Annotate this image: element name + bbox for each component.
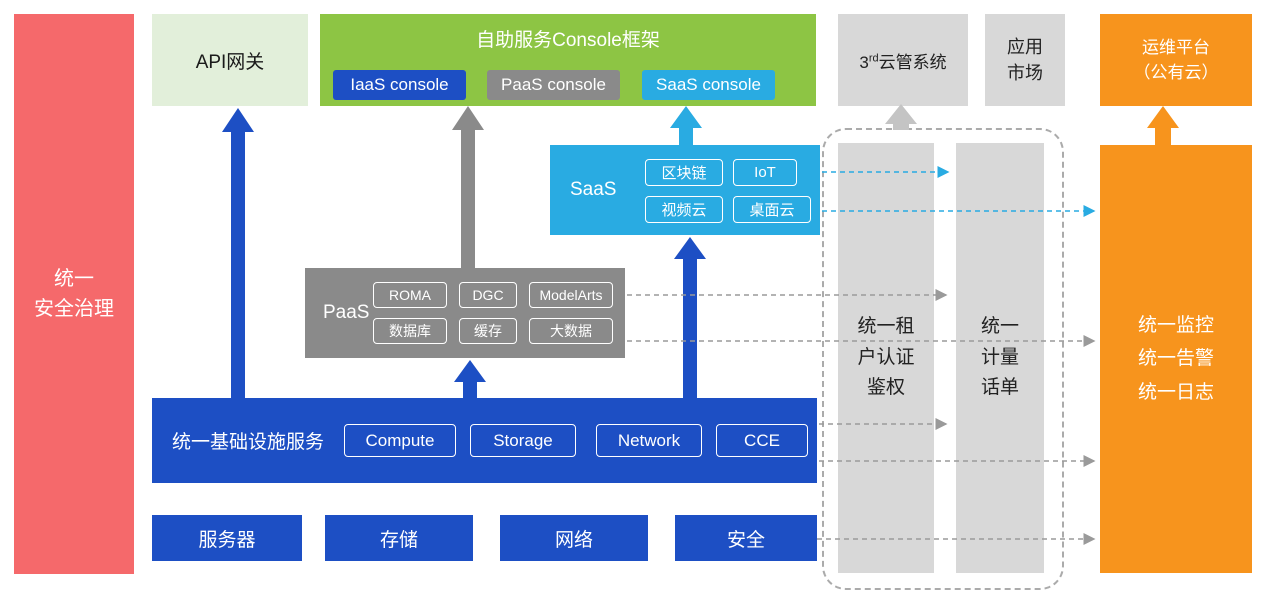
saas-box: SaaS 区块链 IoT 视频云 桌面云 — [550, 145, 820, 235]
arrow-to-om-platform — [1147, 106, 1179, 145]
third-party-cloud-mgmt-box: 3rd云管系统 — [838, 14, 968, 106]
saas-label: SaaS — [570, 179, 617, 200]
console-framework-title: 自助服务Console框架 — [476, 29, 660, 51]
infra-item-cce: CCE — [716, 424, 808, 457]
resource-server-box: 服务器 — [152, 515, 302, 561]
infrastructure-box: 统一基础设施服务 Compute Storage Network CCE — [152, 398, 817, 483]
metering-billing-bar: 统一 计量 话单 — [956, 143, 1044, 573]
resource-network-box: 网络 — [500, 515, 648, 561]
iaas-console-chip: IaaS console — [333, 70, 466, 100]
paas-box: PaaS ROMA DGC ModelArts 数据库 缓存 大数据 — [305, 268, 625, 358]
saas-item-iot: IoT — [733, 159, 797, 186]
paas-item-modelarts: ModelArts — [529, 282, 613, 308]
om-platform-box: 运维平台 （公有云） — [1100, 14, 1252, 106]
arrow-to-third-party-cms — [885, 104, 917, 130]
arrow-infra-to-api-gateway — [222, 108, 254, 398]
third-party-rest: 云管系统 — [878, 52, 947, 72]
paas-item-bigdata: 大数据 — [529, 318, 613, 344]
api-gateway-box: API网关 — [152, 14, 308, 106]
paas-console-chip: PaaS console — [487, 70, 620, 100]
resource-security-box: 安全 — [675, 515, 817, 561]
shared-services-dashed-container — [822, 128, 1064, 590]
paas-item-cache: 缓存 — [459, 318, 517, 344]
saas-item-blockchain: 区块链 — [645, 159, 723, 186]
tenant-auth-bar: 统一租 户认证 鉴权 — [838, 143, 934, 573]
arrow-infra-to-paas — [454, 360, 486, 398]
arrow-paas-to-console — [452, 106, 484, 268]
saas-console-chip: SaaS console — [642, 70, 775, 100]
app-market-box: 应用 市场 — [985, 14, 1065, 106]
resource-storage-box: 存储 — [325, 515, 473, 561]
paas-label: PaaS — [323, 302, 370, 323]
arrow-infra-to-saas — [674, 237, 706, 398]
infra-item-storage: Storage — [470, 424, 576, 457]
arrow-saas-to-console — [670, 106, 702, 145]
monitoring-bar: 统一监控 统一告警 统一日志 — [1100, 145, 1252, 573]
paas-item-dgc: DGC — [459, 282, 517, 308]
security-governance-bar: 统一 安全治理 — [14, 14, 134, 574]
third-party-prefix: 3 — [859, 52, 869, 72]
infrastructure-label: 统一基础设施服务 — [172, 432, 325, 453]
paas-item-roma: ROMA — [373, 282, 447, 308]
infra-item-network: Network — [596, 424, 702, 457]
saas-item-video-cloud: 视频云 — [645, 196, 723, 223]
saas-item-desktop-cloud: 桌面云 — [733, 196, 811, 223]
paas-item-database: 数据库 — [373, 318, 447, 344]
infra-item-compute: Compute — [344, 424, 456, 457]
console-framework-box: 自助服务Console框架 IaaS console PaaS console … — [320, 14, 816, 106]
third-party-superscript: rd — [868, 51, 879, 64]
